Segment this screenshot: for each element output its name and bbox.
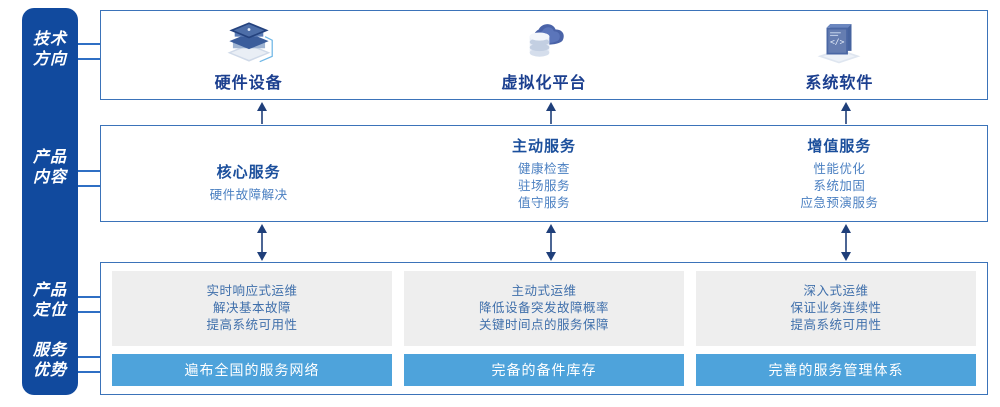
product-cell-proactive-service[interactable]: 主动服务 健康检查 驻场服务 值守服务 [396,126,691,221]
cloud-database-icon [529,24,564,57]
positioning-line: 关键时间点的服务保障 [478,318,609,332]
arrow-up-virtualization [546,102,556,124]
product-item: 应急预演服务 [800,196,879,210]
product-item: 性能优化 [813,162,866,176]
rail-label-line: 方向 [32,51,67,68]
arrow-double-proactive [546,224,556,261]
connector-line [78,311,102,313]
rail-label-product-content: 产品 内容 [22,148,78,188]
tech-title: 虚拟化平台 [501,75,587,92]
advantage-bar-management[interactable]: 完善的服务管理体系 [696,354,976,386]
connector-line [78,371,102,373]
positioning-line: 提高系统可用性 [206,318,298,332]
rail-label-line: 产品 [32,149,67,166]
arrow-double-core [257,224,267,261]
positioning-cell-indepth[interactable]: 深入式运维 保证业务连续性 提高系统可用性 [696,271,976,346]
rail-label-line: 服务 [32,342,67,359]
positioning-advantage-content: 实时响应式运维 解决基本故障 提高系统可用性 主动式运维 降低设备突发故障概率 … [100,262,988,395]
rail-label-line: 优势 [32,362,67,379]
product-item: 健康检查 [517,162,570,176]
connector-line [78,43,102,45]
tech-cell-system-software[interactable]: </> 系统软件 [692,11,987,99]
rail-label-service-advantage: 服务 优势 [22,341,78,381]
positioning-cell-realtime[interactable]: 实时响应式运维 解决基本故障 提高系统可用性 [112,271,392,346]
product-content-box: 核心服务 硬件故障解决 主动服务 健康检查 驻场服务 值守服务 增值服务 性能优… [100,125,988,222]
positioning-cell-proactive[interactable]: 主动式运维 降低设备突发故障概率 关键时间点的服务保障 [404,271,684,346]
connector-line [78,356,102,358]
laptop-code-icon: </> [817,24,861,64]
rail-label-line: 定位 [32,302,67,319]
product-title: 核心服务 [216,164,281,181]
product-cell-core-service[interactable]: 核心服务 硬件故障解决 [101,126,396,221]
rail-label-line: 产品 [32,282,67,299]
product-item: 系统加固 [813,179,866,193]
connector-line [78,185,102,187]
product-cell-value-added-service[interactable]: 增值服务 性能优化 系统加固 应急预演服务 [692,126,987,221]
tech-title: 硬件设备 [214,75,283,92]
rail-label-technology-direction: 技术 方向 [22,30,78,70]
connector-line [78,170,102,172]
tech-cell-hardware[interactable]: 硬件设备 [101,11,396,99]
technology-direction-box: 硬件设备 虚拟化平台 [100,10,988,100]
arrow-up-system-software [841,102,851,124]
product-item: 硬件故障解决 [209,188,288,202]
server-stack-icon [227,22,273,63]
positioning-line: 深入式运维 [803,284,869,298]
arrow-double-value-added [841,224,851,261]
positioning-line: 主动式运维 [511,284,577,298]
rail-label-line: 技术 [32,31,67,48]
category-rail [22,8,78,395]
positioning-row: 实时响应式运维 解决基本故障 提高系统可用性 主动式运维 降低设备突发故障概率 … [112,271,976,346]
svg-text:</>: </> [830,38,845,47]
advantage-bar-spare-parts[interactable]: 完备的备件库存 [404,354,684,386]
product-title: 主动服务 [511,138,576,155]
positioning-line: 实时响应式运维 [206,284,298,298]
product-title: 增值服务 [807,138,872,155]
product-item: 值守服务 [517,196,570,210]
rail-label-line: 内容 [32,169,67,186]
product-item: 驻场服务 [517,179,570,193]
positioning-line: 提高系统可用性 [790,318,882,332]
rail-label-product-positioning: 产品 定位 [22,281,78,321]
connector-line [78,296,102,298]
positioning-line: 保证业务连续性 [790,301,882,315]
advantage-bar-service-network[interactable]: 遍布全国的服务网络 [112,354,392,386]
positioning-line: 降低设备突发故障概率 [478,301,609,315]
tech-title: 系统软件 [805,75,874,92]
arrow-up-hardware [257,102,267,124]
positioning-line: 解决基本故障 [212,301,291,315]
advantage-row: 遍布全国的服务网络 完备的备件库存 完善的服务管理体系 [112,354,976,386]
tech-cell-virtualization[interactable]: 虚拟化平台 [396,11,691,99]
connector-line [78,58,102,60]
